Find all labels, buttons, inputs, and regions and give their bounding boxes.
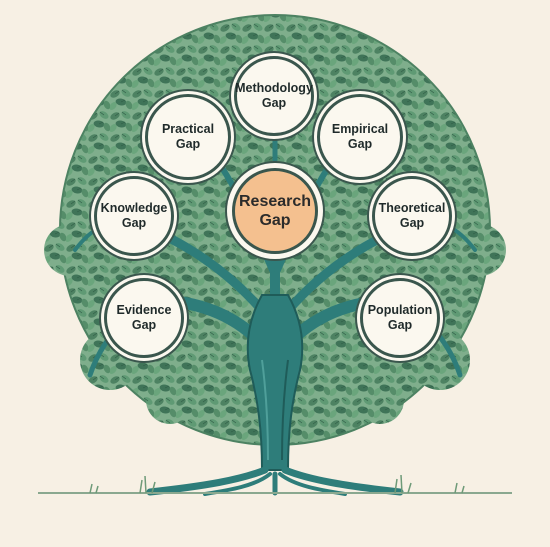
grass-tufts (89, 474, 465, 494)
node-research-gap-line2: Gap (259, 212, 291, 229)
node-methodology-gap-line1: Methodology (235, 81, 313, 95)
node-knowledge-gap-label: Knowledge Gap (100, 201, 168, 230)
node-practical-gap-label: Practical Gap (161, 122, 215, 151)
node-empirical-gap: Empirical Gap (317, 94, 403, 180)
tree-trunk (246, 294, 304, 471)
node-research-gap-line1: Research (238, 192, 312, 210)
node-theoretical-gap-label: Theoretical Gap (378, 201, 446, 230)
node-research-gap: Research Gap (232, 168, 318, 254)
node-methodology-gap: Methodology Gap (234, 56, 314, 136)
node-methodology-gap-line2: Gap (261, 96, 287, 110)
node-population-gap-label: Population Gap (367, 303, 433, 332)
node-practical-gap: Practical Gap (145, 94, 231, 180)
node-knowledge-gap: Knowledge Gap (94, 176, 174, 256)
node-population-gap: Population Gap (360, 278, 440, 358)
node-empirical-gap-label: Empirical Gap (331, 122, 389, 151)
node-evidence-gap-label: Evidence Gap (116, 303, 172, 332)
node-theoretical-gap: Theoretical Gap (372, 176, 452, 256)
node-evidence-gap: Evidence Gap (104, 278, 184, 358)
